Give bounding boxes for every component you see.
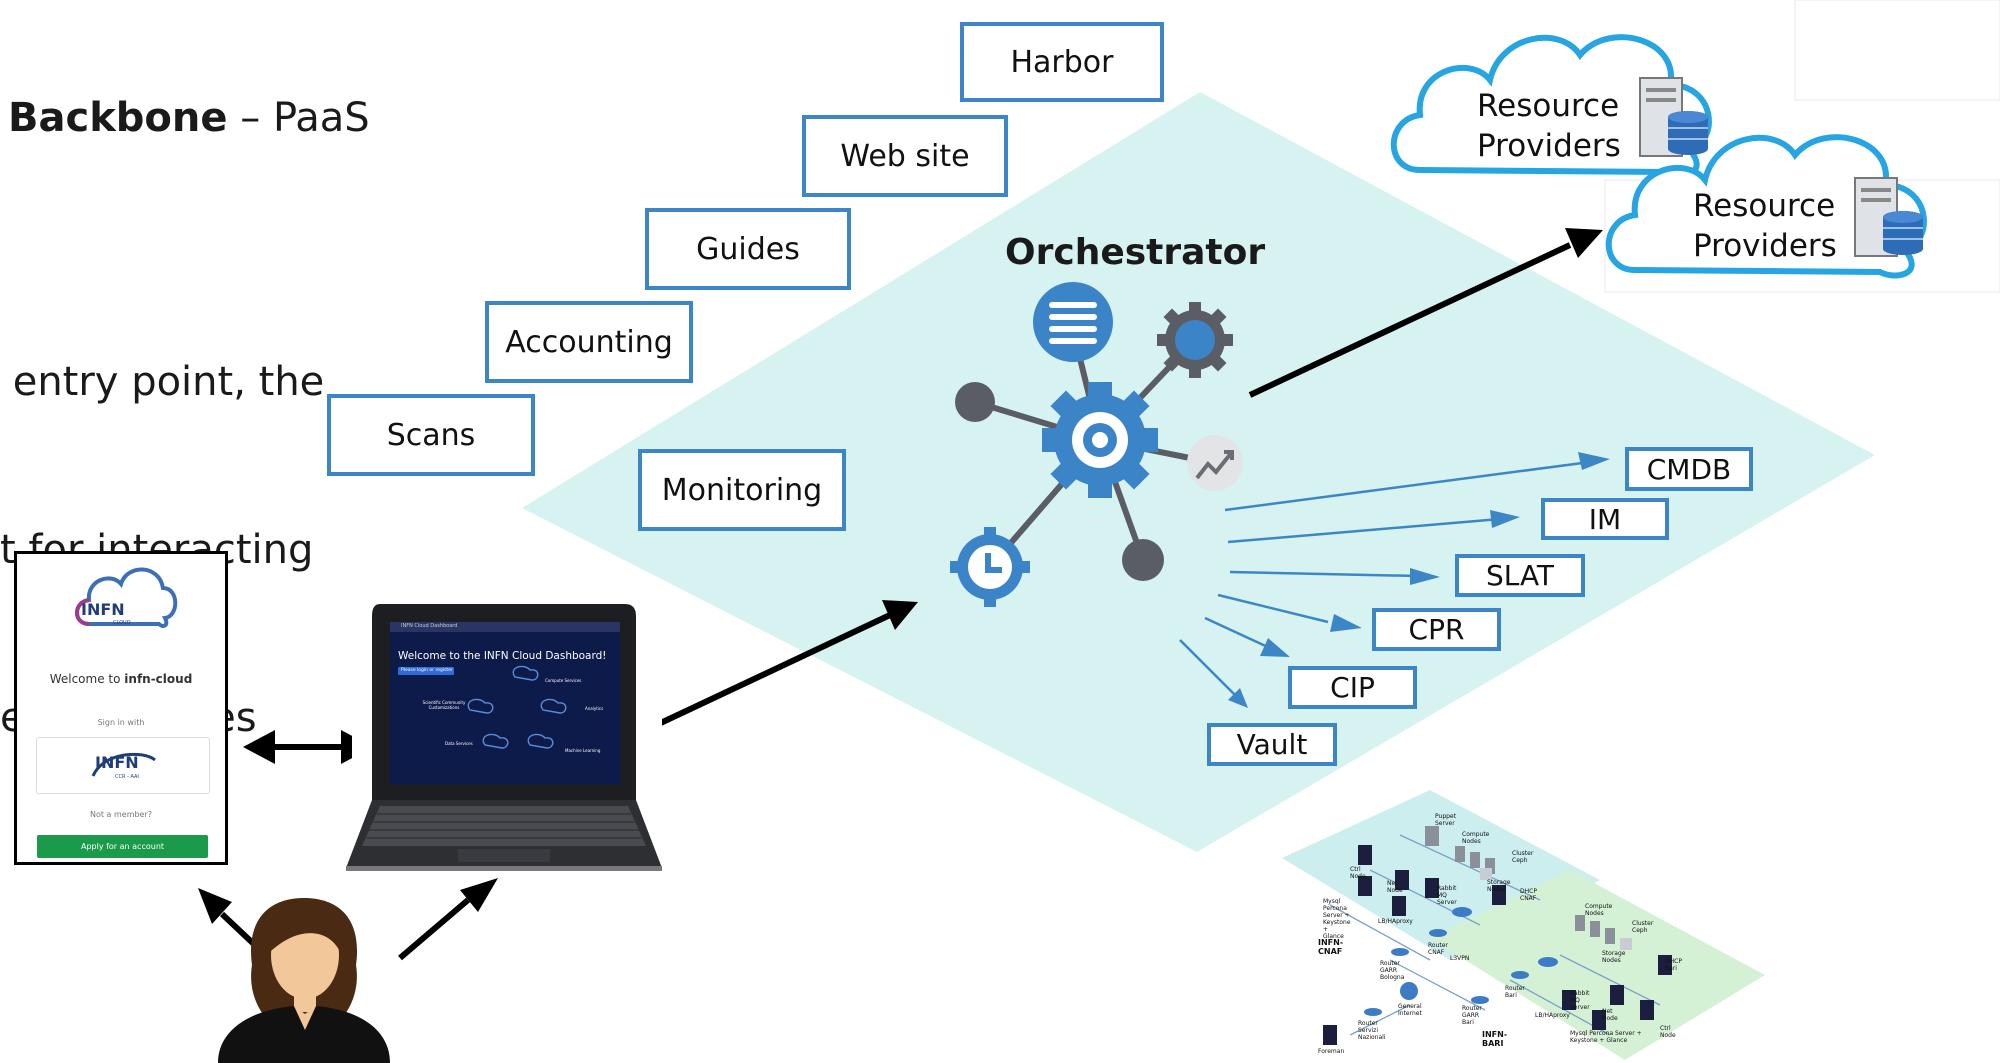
infn-cloud-logo: [75, 567, 178, 628]
logo-text: INFN: [81, 600, 125, 619]
slide-body-line: entry point, the: [0, 359, 325, 405]
laptop-tab-title: INFN Cloud Dashboard: [401, 623, 458, 629]
server-database-icon: [1639, 77, 1708, 157]
network-label: Router GARR Bari: [1462, 1005, 1482, 1026]
network-label: Router Servizi Nazionali: [1358, 1020, 1386, 1041]
network-label: Rabbit MQ Server: [1570, 990, 1590, 1011]
main-gear-icon: [1042, 382, 1158, 498]
cip-box: CIP: [1288, 666, 1417, 709]
list-icon: [1033, 282, 1113, 362]
laptop-login-button[interactable]: Please login or register: [401, 668, 453, 673]
logo-sub: CLOUD: [113, 620, 131, 626]
node-dot: [955, 382, 995, 422]
network-label: Compute Nodes: [1585, 903, 1613, 917]
network-label: DHCP CNAF: [1520, 888, 1537, 902]
trend-icon: [1187, 435, 1243, 491]
laptop-label: Scientific Community Customizations: [422, 700, 466, 710]
network-label: Router GARR Bologna: [1380, 960, 1405, 981]
network-label: Rabbit MQ Server: [1437, 885, 1457, 906]
scans-box: Scans: [327, 394, 535, 476]
welcome-prefix: Welcome to: [49, 672, 125, 686]
network-label: Net Node: [1602, 1008, 1618, 1022]
network-label: Ctrl Node: [1350, 866, 1366, 880]
network-label: Foreman: [1318, 1048, 1345, 1055]
guides-box: Guides: [645, 208, 851, 290]
slide-heading: Backbone – PaaS: [8, 95, 370, 141]
accounting-box: Accounting: [485, 301, 693, 383]
slide-heading-rest: – PaaS: [227, 95, 370, 141]
not-member-text: Not a member?: [89, 810, 153, 819]
network-label: LB/HAproxy: [1378, 918, 1413, 925]
laptop-label: Compute Services: [545, 678, 582, 683]
network-label: Compute Nodes: [1462, 831, 1490, 845]
monitoring-box: Monitoring: [638, 449, 846, 531]
node-dot: [1122, 539, 1164, 581]
website-box: Web site: [802, 115, 1008, 197]
slat-box: SLAT: [1455, 554, 1585, 597]
network-label: Router CNAF: [1428, 942, 1448, 956]
laptop-welcome: Welcome to the INFN Cloud Dashboard!: [398, 650, 607, 662]
network-label: Net Node: [1387, 880, 1403, 894]
aai-text: INFN: [95, 753, 139, 772]
network-label: Cluster Ceph: [1512, 850, 1534, 864]
network-label: Mysql Percona Server + Keystone + Glance: [1570, 1030, 1642, 1044]
apply-button[interactable]: Apply for an account: [37, 835, 208, 858]
laptop-label: Analytics: [585, 706, 604, 711]
network-label: Cluster Ceph: [1632, 920, 1654, 934]
network-label: Ctrl Node: [1660, 1025, 1676, 1039]
network-label: Storage Nodes: [1602, 950, 1626, 964]
welcome-bold: infn-cloud: [124, 672, 193, 686]
server-database-icon: [1854, 177, 1923, 257]
cpr-box: CPR: [1372, 608, 1501, 651]
welcome-text: Welcome to infn-cloud: [17, 672, 225, 686]
aai-login-button[interactable]: INFN CCR - AAI: [36, 737, 210, 794]
network-label: LB/HAproxy: [1535, 1012, 1570, 1019]
network-label: Mysql Percona Server + Keystone + Glance: [1323, 898, 1351, 940]
network-bari-title: INFN-BARI: [1482, 1030, 1508, 1048]
rp-line2: Providers: [1693, 228, 1837, 264]
harbor-box: Harbor: [960, 22, 1164, 102]
rp-line1: Resource: [1477, 88, 1620, 124]
network-label: Storage Nodes: [1487, 879, 1511, 893]
resource-providers-label: Resource Providers: [1477, 86, 1621, 166]
laptop-label: Data Services: [445, 741, 473, 746]
cmdb-box: CMDB: [1625, 447, 1753, 491]
network-label: General Internet: [1398, 1003, 1422, 1017]
resource-providers-label: Resource Providers: [1693, 186, 1837, 266]
network-label: Puppet Server: [1435, 813, 1456, 827]
network-cnaf-title: INFN-CNAF: [1318, 938, 1344, 956]
network-label: L3VPN: [1450, 955, 1470, 962]
vault-box: Vault: [1207, 723, 1337, 766]
slide-heading-bold: Backbone: [8, 95, 228, 141]
login-panel: INFN CLOUD Welcome to infn-cloud Sign in…: [14, 551, 228, 865]
laptop-screen: [390, 622, 620, 784]
aai-sub: CCR - AAI: [115, 774, 139, 780]
rp-line2: Providers: [1477, 128, 1621, 164]
network-label: Router Bari: [1505, 985, 1525, 999]
aai-logo-swoosh: [91, 752, 156, 777]
orchestrator-title: Orchestrator: [1005, 232, 1266, 273]
clock-icon: [950, 527, 1030, 607]
laptop-label: Machine Learning: [565, 748, 601, 753]
im-box: IM: [1541, 498, 1669, 540]
rp-line1: Resource: [1693, 188, 1836, 224]
network-label: DHCP Bari: [1665, 958, 1682, 972]
sign-in-with: Sign in with: [97, 718, 145, 727]
